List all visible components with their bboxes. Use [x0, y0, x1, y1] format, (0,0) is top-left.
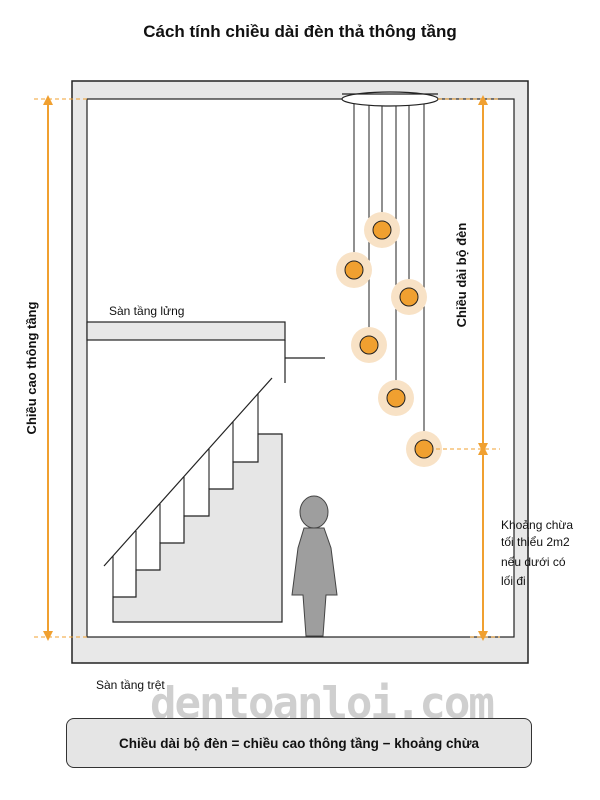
formula-box: Chiều dài bộ đèn = chiều cao thông tầng … — [66, 718, 532, 768]
pendant-bulb — [391, 279, 427, 315]
mezzanine-label: Sàn tầng lửng — [109, 304, 184, 318]
formula-text: Chiều dài bộ đèn = chiều cao thông tầng … — [118, 735, 480, 751]
clearance-label-line: nếu dưới có — [501, 555, 566, 569]
clearance-label-line: Khoảng chừa — [501, 518, 573, 532]
pendant-bulb — [406, 431, 442, 467]
pendant-bulb — [378, 380, 414, 416]
chandelier-canopy — [341, 91, 439, 107]
pendant-cords — [353, 104, 425, 449]
pendant-bulb — [364, 212, 400, 248]
person-silhouette — [291, 495, 338, 637]
diagram-title: Cách tính chiều dài đèn thả thông tầng — [143, 22, 457, 41]
pendant-bulb — [336, 252, 372, 288]
mezzanine-slab — [86, 321, 325, 383]
pendant-bulb — [351, 327, 387, 363]
staircase — [103, 377, 283, 623]
ground-floor-label: Sàn tầng trệt — [96, 678, 165, 692]
ceiling-height-label: Chiều cao thông tầng — [24, 302, 39, 435]
fixture-length-label: Chiều dài bộ đèn — [454, 223, 469, 328]
clearance-label-line: lối đi — [501, 574, 526, 588]
building-shell — [71, 80, 529, 664]
clearance-label-line: tối thiểu 2m2 — [501, 535, 570, 549]
clearance-label: Khoảng chừa tối thiểu 2m2 nếu dưới có lố… — [501, 518, 573, 588]
